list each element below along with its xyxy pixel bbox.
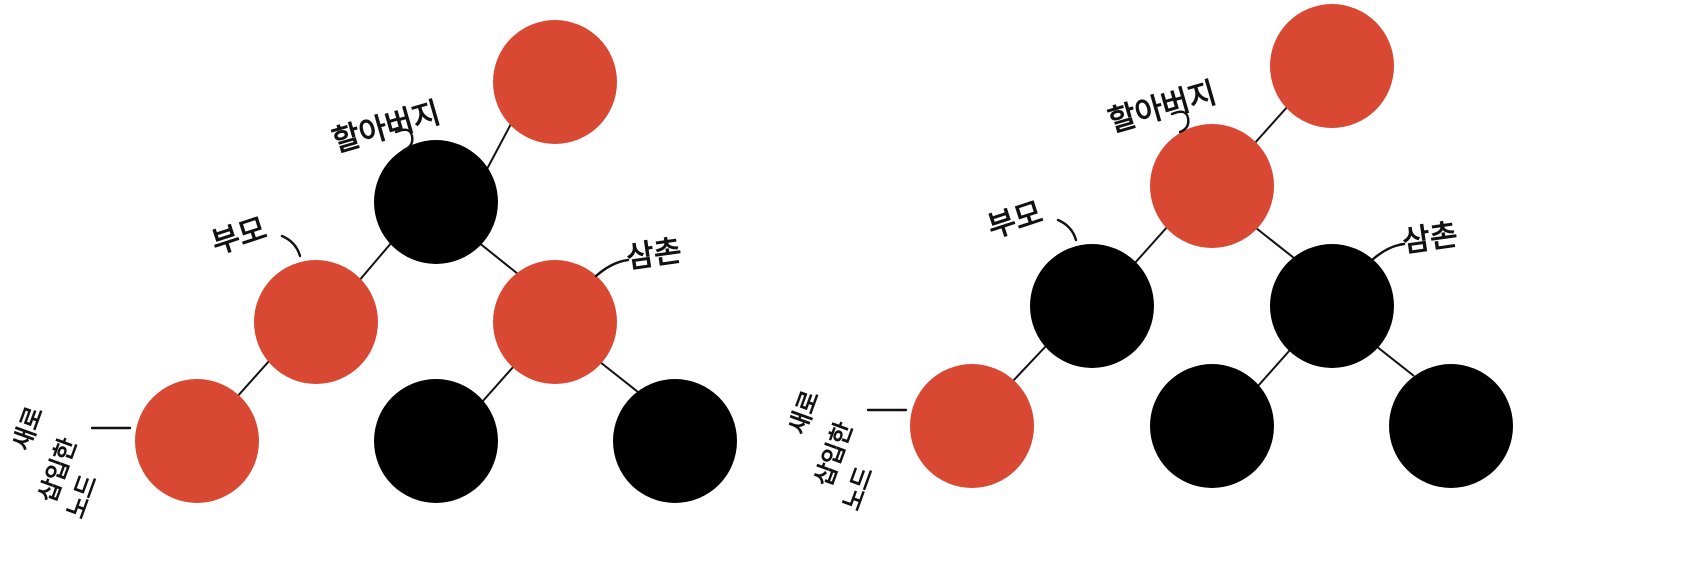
node-top: [1270, 4, 1394, 128]
label-uncle: 삼촌: [1400, 218, 1460, 260]
label-parent: 부모: [984, 195, 1047, 245]
label-new-node-line1: 새로: [783, 387, 824, 438]
pointer-parent: [1056, 218, 1078, 242]
edge-uncle-leftchild: [1257, 349, 1291, 387]
pointer-uncle: [594, 258, 630, 278]
node-uncle: [493, 260, 617, 384]
node-top: [493, 20, 617, 144]
edge-grandparent-uncle: [1255, 227, 1295, 259]
tree-before-recolor: 할아버지 부모 삼촌 새로 삽입한 노드: [7, 20, 737, 522]
edge-grandparent-parent: [1133, 225, 1169, 265]
node-parent: [1030, 244, 1154, 368]
edge-uncle-rightchild: [1375, 345, 1415, 377]
node-grandparent: [1150, 124, 1274, 248]
node-uncle-right-child: [1389, 364, 1513, 488]
pointer-parent: [280, 234, 302, 258]
label-new-node-line3: 노드: [837, 463, 878, 514]
node-uncle-left-child: [1150, 364, 1274, 488]
node-new: [910, 364, 1034, 488]
label-new-node-line1: 새로: [7, 403, 48, 454]
edge-uncle-leftchild: [481, 365, 515, 403]
node-uncle-right-child: [613, 379, 737, 503]
pointer-uncle: [1370, 242, 1406, 262]
node-grandparent: [374, 140, 498, 264]
edge-parent-newnode: [1011, 345, 1047, 383]
label-parent: 부모: [208, 211, 271, 261]
label-new-node: 새로 삽입한 노드: [7, 403, 102, 522]
edge-grandparent-parent: [357, 241, 393, 283]
label-uncle: 삼촌: [624, 234, 684, 276]
node-parent: [254, 260, 378, 384]
label-new-node: 새로 삽입한 노드: [783, 387, 878, 514]
node-uncle-left-child: [374, 379, 498, 503]
tree-after-recolor: 할아버지 부모 삼촌 새로 삽입한 노드: [783, 4, 1513, 514]
pointer-grandparent: [1170, 110, 1190, 134]
edge-grandparent-top: [1253, 105, 1289, 145]
node-uncle: [1270, 244, 1394, 368]
pointer-grandparent: [394, 128, 414, 152]
node-new: [135, 379, 259, 503]
edge-grandparent-uncle: [477, 241, 519, 275]
edge-parent-newnode: [235, 359, 271, 399]
edge-uncle-rightchild: [599, 361, 639, 393]
